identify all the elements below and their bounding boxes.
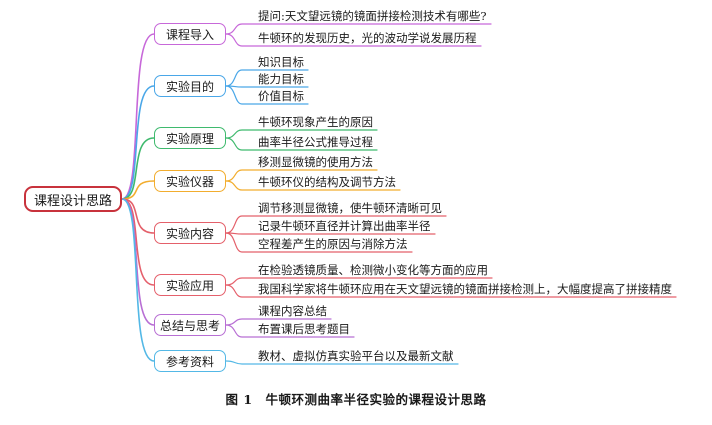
branch-label: 总结与思考 <box>159 318 220 333</box>
branch-label: 参考资料 <box>165 354 214 369</box>
branch-label: 实验目的 <box>165 79 214 94</box>
leaf-connector <box>225 23 492 35</box>
leaf-connector <box>225 129 378 139</box>
leaf-text: 教材、虚拟仿真实验平台以及最新文献 <box>258 349 454 363</box>
leaf-text: 调节移测显微镜，使牛顿环清晰可见 <box>258 201 442 215</box>
branch-label: 实验内容 <box>165 226 214 241</box>
branch-connector <box>121 33 155 200</box>
root-label: 课程设计思路 <box>33 193 112 209</box>
leaf-text: 提问:天文望远镜的镜面拼接检测技术有哪些? <box>258 9 487 23</box>
branch-node: 实验应用 <box>154 274 226 296</box>
branch-node: 实验原理 <box>154 127 226 149</box>
leaf-connector <box>225 284 677 298</box>
branch-connector <box>121 198 155 362</box>
leaf-connector <box>225 215 447 234</box>
leaf-text: 空程差产生的原因与消除方法 <box>258 237 408 251</box>
branch-node: 课程导入 <box>154 23 226 45</box>
leaf-connector <box>225 169 378 182</box>
leaf-connector <box>225 85 309 105</box>
leaf-text: 能力目标 <box>258 72 304 86</box>
leaf-text: 价值目标 <box>258 89 304 103</box>
branch-node: 实验目的 <box>154 75 226 97</box>
leaf-text: 课程内容总结 <box>258 304 327 318</box>
leaf-text: 布置课后思考题目 <box>258 322 350 336</box>
branch-connector <box>121 198 155 234</box>
root-node: 课程设计思路 <box>24 186 122 212</box>
figure-caption: 图 1 牛顿环测曲率半径实验的课程设计思路 <box>225 392 487 407</box>
leaf-text: 曲率半径公式推导过程 <box>258 135 373 149</box>
branch-node: 参考资料 <box>154 350 226 372</box>
leaf-connector <box>225 33 482 47</box>
leaf-text: 移测显微镜的使用方法 <box>258 155 373 169</box>
leaf-connector <box>225 85 309 88</box>
branch-label: 课程导入 <box>165 27 214 42</box>
leaf-text: 牛顿环现象产生的原因 <box>258 115 373 129</box>
branch-connector <box>121 180 155 200</box>
leaf-text: 在检验透镜质量、检测微小变化等方面的应用 <box>258 263 488 277</box>
branch-label: 实验原理 <box>165 131 214 146</box>
leaf-text: 知识目标 <box>258 55 304 69</box>
branch-node: 实验内容 <box>154 222 226 244</box>
branch-label: 实验仪器 <box>165 174 214 189</box>
branch-connector <box>121 137 155 200</box>
leaf-connector <box>225 180 401 191</box>
leaf-connector <box>225 324 355 338</box>
leaf-connector <box>225 232 413 253</box>
leaf-connector <box>225 69 309 87</box>
leaf-connector <box>225 360 459 365</box>
branch-node: 实验仪器 <box>154 170 226 192</box>
leaf-text: 我国科学家将牛顿环应用在天文望远镜的镜面拼接检测上，大幅度提高了拼接精度 <box>258 282 672 296</box>
leaf-text: 记录牛顿环直径并计算出曲率半径 <box>258 219 431 233</box>
leaf-text: 牛顿环仪的结构及调节方法 <box>258 175 396 189</box>
leaf-connector <box>225 232 436 235</box>
branch-label: 实验应用 <box>165 278 214 293</box>
branch-node: 总结与思考 <box>154 314 226 336</box>
leaf-connector <box>225 137 378 151</box>
branch-connector <box>121 85 155 200</box>
leaf-text: 牛顿环的发现历史，光的波动学说发展历程 <box>258 31 477 45</box>
